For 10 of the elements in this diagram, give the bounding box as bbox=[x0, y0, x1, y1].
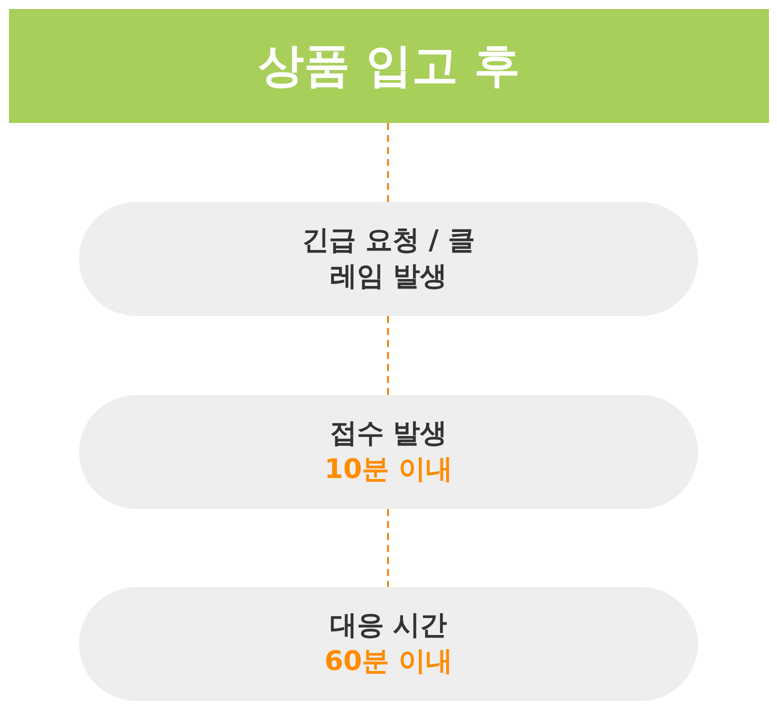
connector-line bbox=[387, 316, 389, 395]
time-label: 10분 이내 bbox=[324, 453, 452, 487]
time-label: 60분 이내 bbox=[324, 645, 452, 679]
title-text: 상품 입고 후 bbox=[258, 37, 520, 94]
step-label: 대응 시간 bbox=[330, 609, 448, 643]
connector-line bbox=[387, 123, 389, 202]
connector-line bbox=[387, 509, 389, 587]
step-label: 긴급 요청 / 클레임 발생 bbox=[300, 224, 476, 294]
step-label: 접수 발생 bbox=[330, 417, 448, 451]
title-banner bbox=[9, 9, 769, 123]
